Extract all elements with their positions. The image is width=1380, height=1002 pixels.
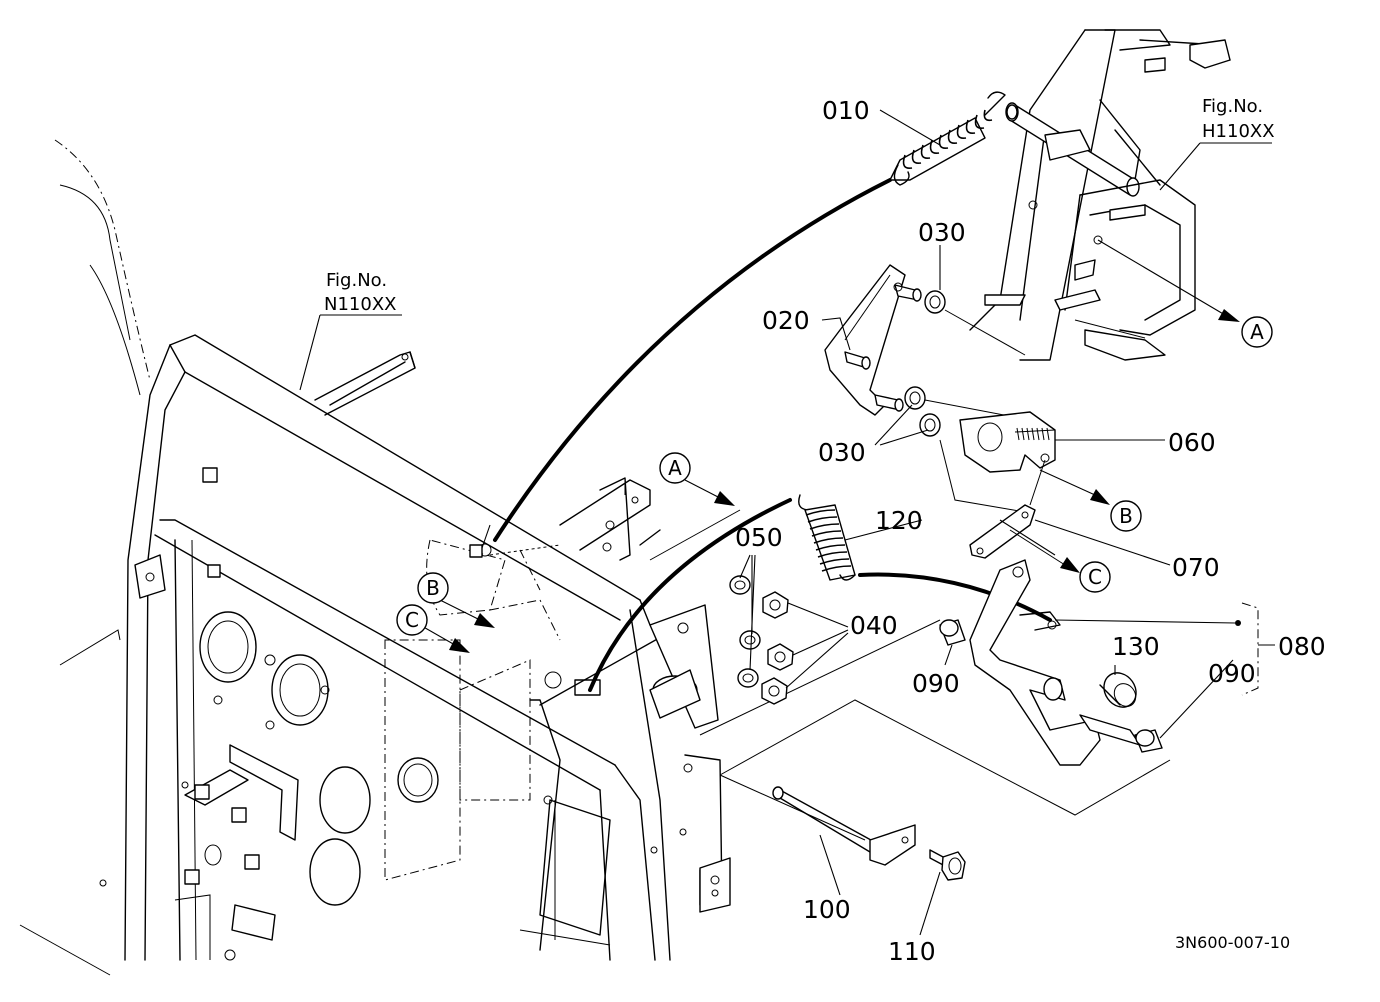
label-110: 110 <box>888 937 936 966</box>
fig-number-left: N110XX <box>324 294 396 315</box>
link-070 <box>969 504 1080 573</box>
label-040: 040 <box>850 611 898 640</box>
nuts-040-050 <box>729 575 794 705</box>
fig-number-right: H110XX <box>1202 121 1275 142</box>
drawing-code: 3N600-007-10 <box>1175 933 1290 952</box>
label-130: 130 <box>1112 632 1160 661</box>
ref-c-right: C <box>1079 561 1111 593</box>
lever-080 <box>969 559 1275 766</box>
pin-100 <box>719 774 916 866</box>
bushings-090 <box>939 619 1163 753</box>
label-050: 050 <box>735 523 783 552</box>
svg-text:C: C <box>405 608 419 632</box>
frame-structure <box>19 139 1171 976</box>
svg-text:B: B <box>1119 504 1133 528</box>
fig-label-left: Fig.No. <box>326 270 387 291</box>
fig-label-right: Fig.No. <box>1202 96 1263 117</box>
label-080: 080 <box>1278 632 1326 661</box>
ref-b-left: B <box>417 572 449 604</box>
ref-b-right: B <box>1110 500 1142 532</box>
label-030-top: 030 <box>918 218 966 247</box>
ref-c-left: C <box>396 604 428 636</box>
label-010: 010 <box>822 96 870 125</box>
label-030-bottom: 030 <box>818 438 866 467</box>
label-120: 120 <box>875 506 923 535</box>
svg-text:C: C <box>1088 565 1102 589</box>
reference-markers: A A B B C C <box>396 316 1273 636</box>
bracket-020 <box>824 264 922 416</box>
spring-010 <box>493 91 1018 542</box>
svg-text:A: A <box>1250 320 1264 344</box>
label-070: 070 <box>1172 553 1220 582</box>
label-090-right: 090 <box>1208 659 1256 688</box>
ref-a-right: A <box>1241 316 1273 348</box>
spring-120 <box>588 494 1052 692</box>
label-090-left: 090 <box>912 669 960 698</box>
svg-text:B: B <box>426 576 440 600</box>
plate-060 <box>939 411 1110 513</box>
roller-130 <box>1099 672 1137 708</box>
upper-right-assembly <box>969 29 1240 361</box>
part-labels: 010 030 020 030 060 050 120 070 040 080 … <box>324 96 1326 966</box>
label-060: 060 <box>1168 428 1216 457</box>
washers-030 <box>904 290 1031 437</box>
leader-lines <box>299 109 1272 936</box>
bolt-110 <box>929 849 966 881</box>
label-020: 020 <box>762 306 810 335</box>
label-100: 100 <box>803 895 851 924</box>
svg-text:A: A <box>668 456 682 480</box>
ref-a-left: A <box>659 452 691 484</box>
